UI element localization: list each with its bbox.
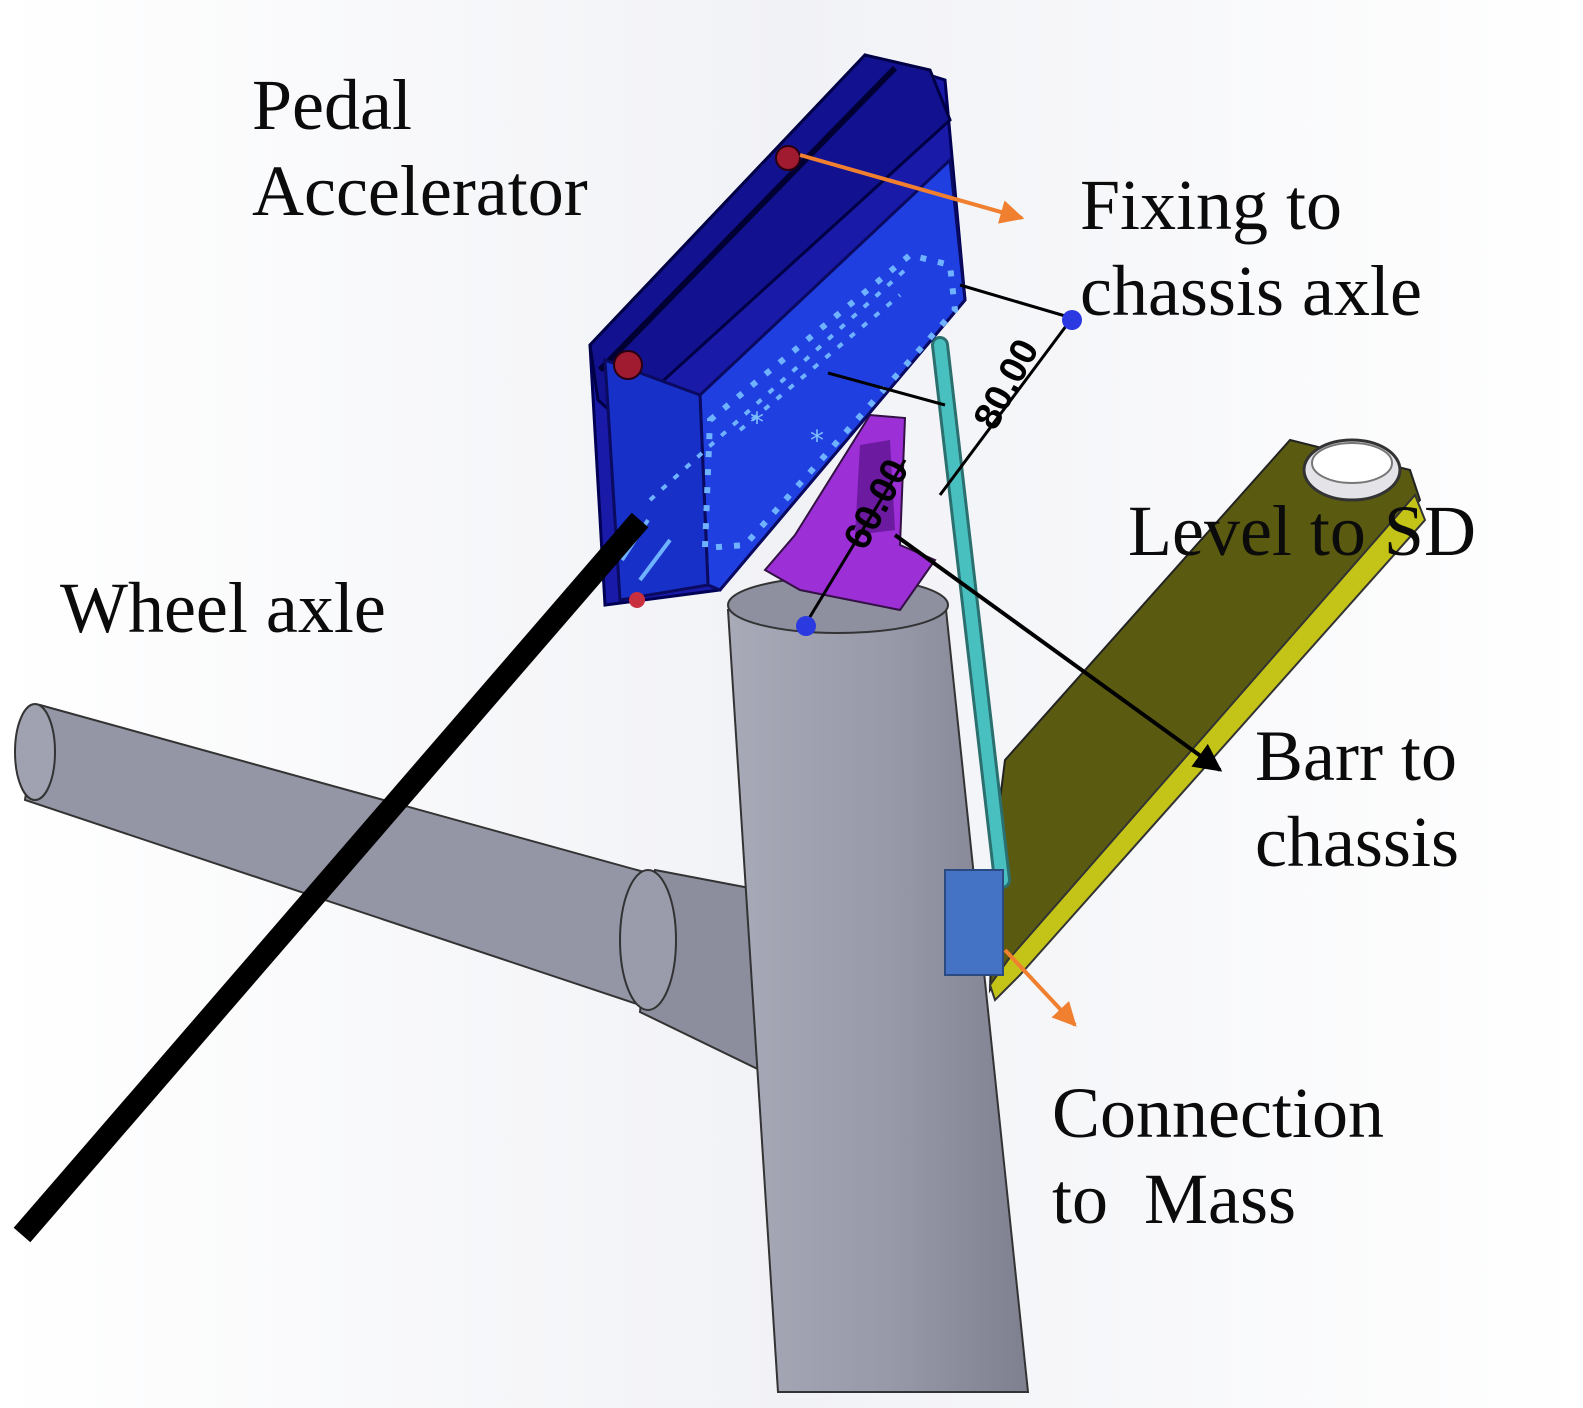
fixing-bolt-side <box>613 350 643 380</box>
fixing-bolt-bottom <box>629 592 645 608</box>
label-connection-to-mass: Connection to Mass <box>1052 1070 1384 1243</box>
fixing-bolt-top <box>775 145 801 171</box>
arrow-fixing <box>799 153 1025 224</box>
connecting-rod-highlight <box>934 339 1008 886</box>
wheel-axle-cable <box>13 512 649 1243</box>
label-line: Level to SD <box>1128 491 1476 571</box>
label-line: Wheel axle <box>60 568 386 648</box>
label-level-to-sd: Level to SD <box>1128 488 1476 574</box>
label-barr-to-chassis: Barr to chassis <box>1255 713 1459 886</box>
pedal-accelerator-box: * * <box>588 53 967 608</box>
dimension-point-top <box>1062 310 1082 330</box>
label-line: chassis axle <box>1080 251 1422 332</box>
label-line: to Mass <box>1052 1159 1297 1240</box>
svg-text:*: * <box>750 406 764 439</box>
label-wheel-axle: Wheel axle <box>60 565 386 651</box>
label-line: Accelerator <box>252 151 588 232</box>
pedal-mount <box>763 413 937 612</box>
dimension-point-bottom <box>796 616 816 636</box>
label-line: Fixing to <box>1080 165 1343 245</box>
label-pedal-accelerator: Pedal Accelerator <box>252 62 588 235</box>
label-fixing-to-chassis-axle: Fixing to chassis axle <box>1080 162 1422 335</box>
mass-sensor-block <box>944 869 1004 976</box>
label-line: Connection <box>1052 1073 1384 1153</box>
svg-text:*: * <box>810 424 824 457</box>
frame-tube <box>726 576 1030 1393</box>
arrow-barr <box>893 533 1223 772</box>
label-line: Pedal <box>252 65 412 145</box>
arrow-connection <box>1003 948 1077 1027</box>
label-line: chassis <box>1255 802 1459 883</box>
label-line: Barr to <box>1255 716 1457 796</box>
